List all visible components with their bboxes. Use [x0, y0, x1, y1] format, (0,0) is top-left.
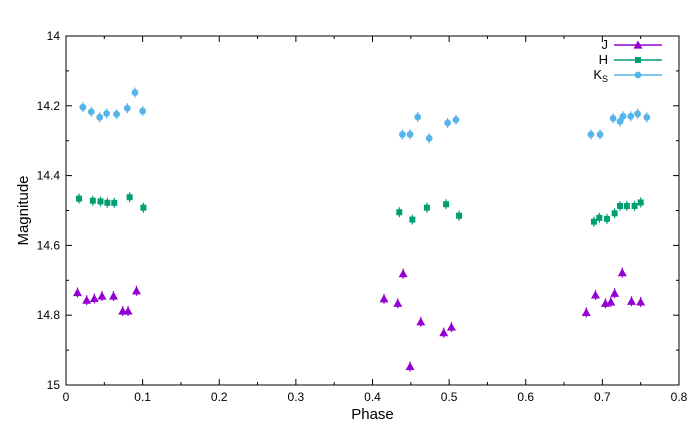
- point-ks: [643, 113, 651, 121]
- point-j: [398, 269, 408, 278]
- point-j: [405, 362, 415, 371]
- point-h: [596, 214, 603, 221]
- point-h: [111, 199, 118, 206]
- x-axis-label: Phase: [351, 406, 394, 423]
- point-ks: [587, 131, 595, 138]
- point-ks: [444, 119, 451, 127]
- point-h: [126, 194, 133, 201]
- legend: J H KS: [593, 37, 662, 84]
- legend-marker-ks: [634, 71, 642, 79]
- point-ks: [596, 131, 604, 138]
- y-axis-label: Magnitude: [15, 175, 32, 245]
- point-h: [611, 210, 618, 217]
- data-points: [72, 87, 651, 372]
- point-h: [396, 209, 403, 216]
- y-tick-label: 14.6: [37, 238, 61, 252]
- legend-label-j: J: [602, 37, 609, 52]
- point-ks: [406, 131, 414, 138]
- point-j: [636, 297, 646, 306]
- point-ks: [139, 107, 147, 115]
- point-ks: [96, 113, 104, 121]
- point-ks: [414, 113, 422, 121]
- point-j: [590, 290, 600, 299]
- point-h: [76, 195, 83, 202]
- point-ks: [609, 114, 617, 122]
- point-j: [606, 297, 616, 306]
- x-tick-label: 0.1: [134, 390, 151, 404]
- series-j: [72, 267, 646, 372]
- point-h: [423, 204, 430, 211]
- point-h: [89, 197, 96, 204]
- series-h: [76, 192, 644, 227]
- plot-frame: [65, 35, 680, 386]
- point-h: [616, 202, 623, 209]
- legend-label-ks: KS: [593, 67, 608, 84]
- point-ks: [131, 89, 139, 96]
- point-ks: [452, 116, 460, 124]
- x-tick-label: 0.4: [364, 390, 381, 404]
- legend-label-h: H: [599, 52, 608, 67]
- point-j: [89, 293, 99, 303]
- point-j: [123, 306, 133, 315]
- y-tick-label: 14: [47, 29, 61, 43]
- point-j: [109, 291, 119, 300]
- point-h: [409, 216, 416, 223]
- point-h: [443, 201, 450, 208]
- point-ks: [627, 112, 635, 120]
- point-h: [631, 202, 638, 209]
- point-j: [393, 298, 403, 307]
- x-tick-label: 0.8: [671, 390, 688, 404]
- point-j: [626, 296, 636, 305]
- point-j: [617, 268, 627, 277]
- point-h: [97, 198, 104, 205]
- y-tick-label: 14.4: [37, 169, 61, 183]
- point-ks: [87, 108, 95, 116]
- x-tick-label: 0.2: [211, 390, 228, 404]
- x-tick-label: 0.7: [594, 390, 611, 404]
- axis-ticks: [65, 35, 680, 386]
- y-tick-label: 14.2: [37, 99, 61, 113]
- point-ks: [123, 104, 131, 112]
- point-j: [82, 295, 92, 304]
- point-j: [439, 328, 449, 337]
- point-ks: [634, 110, 642, 118]
- point-j: [72, 288, 82, 297]
- legend-marker-h: [635, 57, 641, 63]
- x-tick-label: 0.6: [517, 390, 534, 404]
- legend-marker-j: [633, 40, 643, 49]
- point-h: [603, 215, 610, 222]
- legend-subscript: S: [602, 74, 608, 84]
- point-ks: [616, 118, 624, 125]
- point-j: [379, 294, 389, 303]
- point-h: [637, 199, 644, 206]
- point-h: [140, 204, 147, 211]
- x-tick-label: 0.3: [288, 390, 305, 404]
- point-j: [131, 286, 141, 295]
- point-j: [416, 317, 426, 326]
- y-tick-label: 14.8: [37, 308, 61, 322]
- plot-border: [65, 35, 680, 386]
- x-tick-label: 0: [63, 390, 70, 404]
- point-j: [97, 291, 107, 300]
- point-j: [446, 322, 456, 331]
- point-ks: [103, 110, 111, 117]
- point-ks: [425, 134, 433, 142]
- point-h: [456, 212, 463, 219]
- point-j: [610, 288, 620, 297]
- point-ks: [113, 110, 120, 118]
- series-ks: [79, 87, 651, 144]
- point-j: [581, 307, 591, 317]
- axis-tick-labels: 0 0.1 0.2 0.3 0.4 0.5 0.6 0.7 0.8 14 14.2 14.4 14.6 1…: [37, 29, 688, 404]
- point-h: [623, 202, 630, 209]
- point-h: [590, 218, 597, 225]
- point-ks: [398, 131, 406, 138]
- point-ks: [619, 112, 627, 120]
- y-tick-label: 15: [47, 378, 61, 392]
- point-ks: [79, 103, 87, 111]
- x-tick-label: 0.5: [441, 390, 458, 404]
- point-h: [104, 199, 111, 206]
